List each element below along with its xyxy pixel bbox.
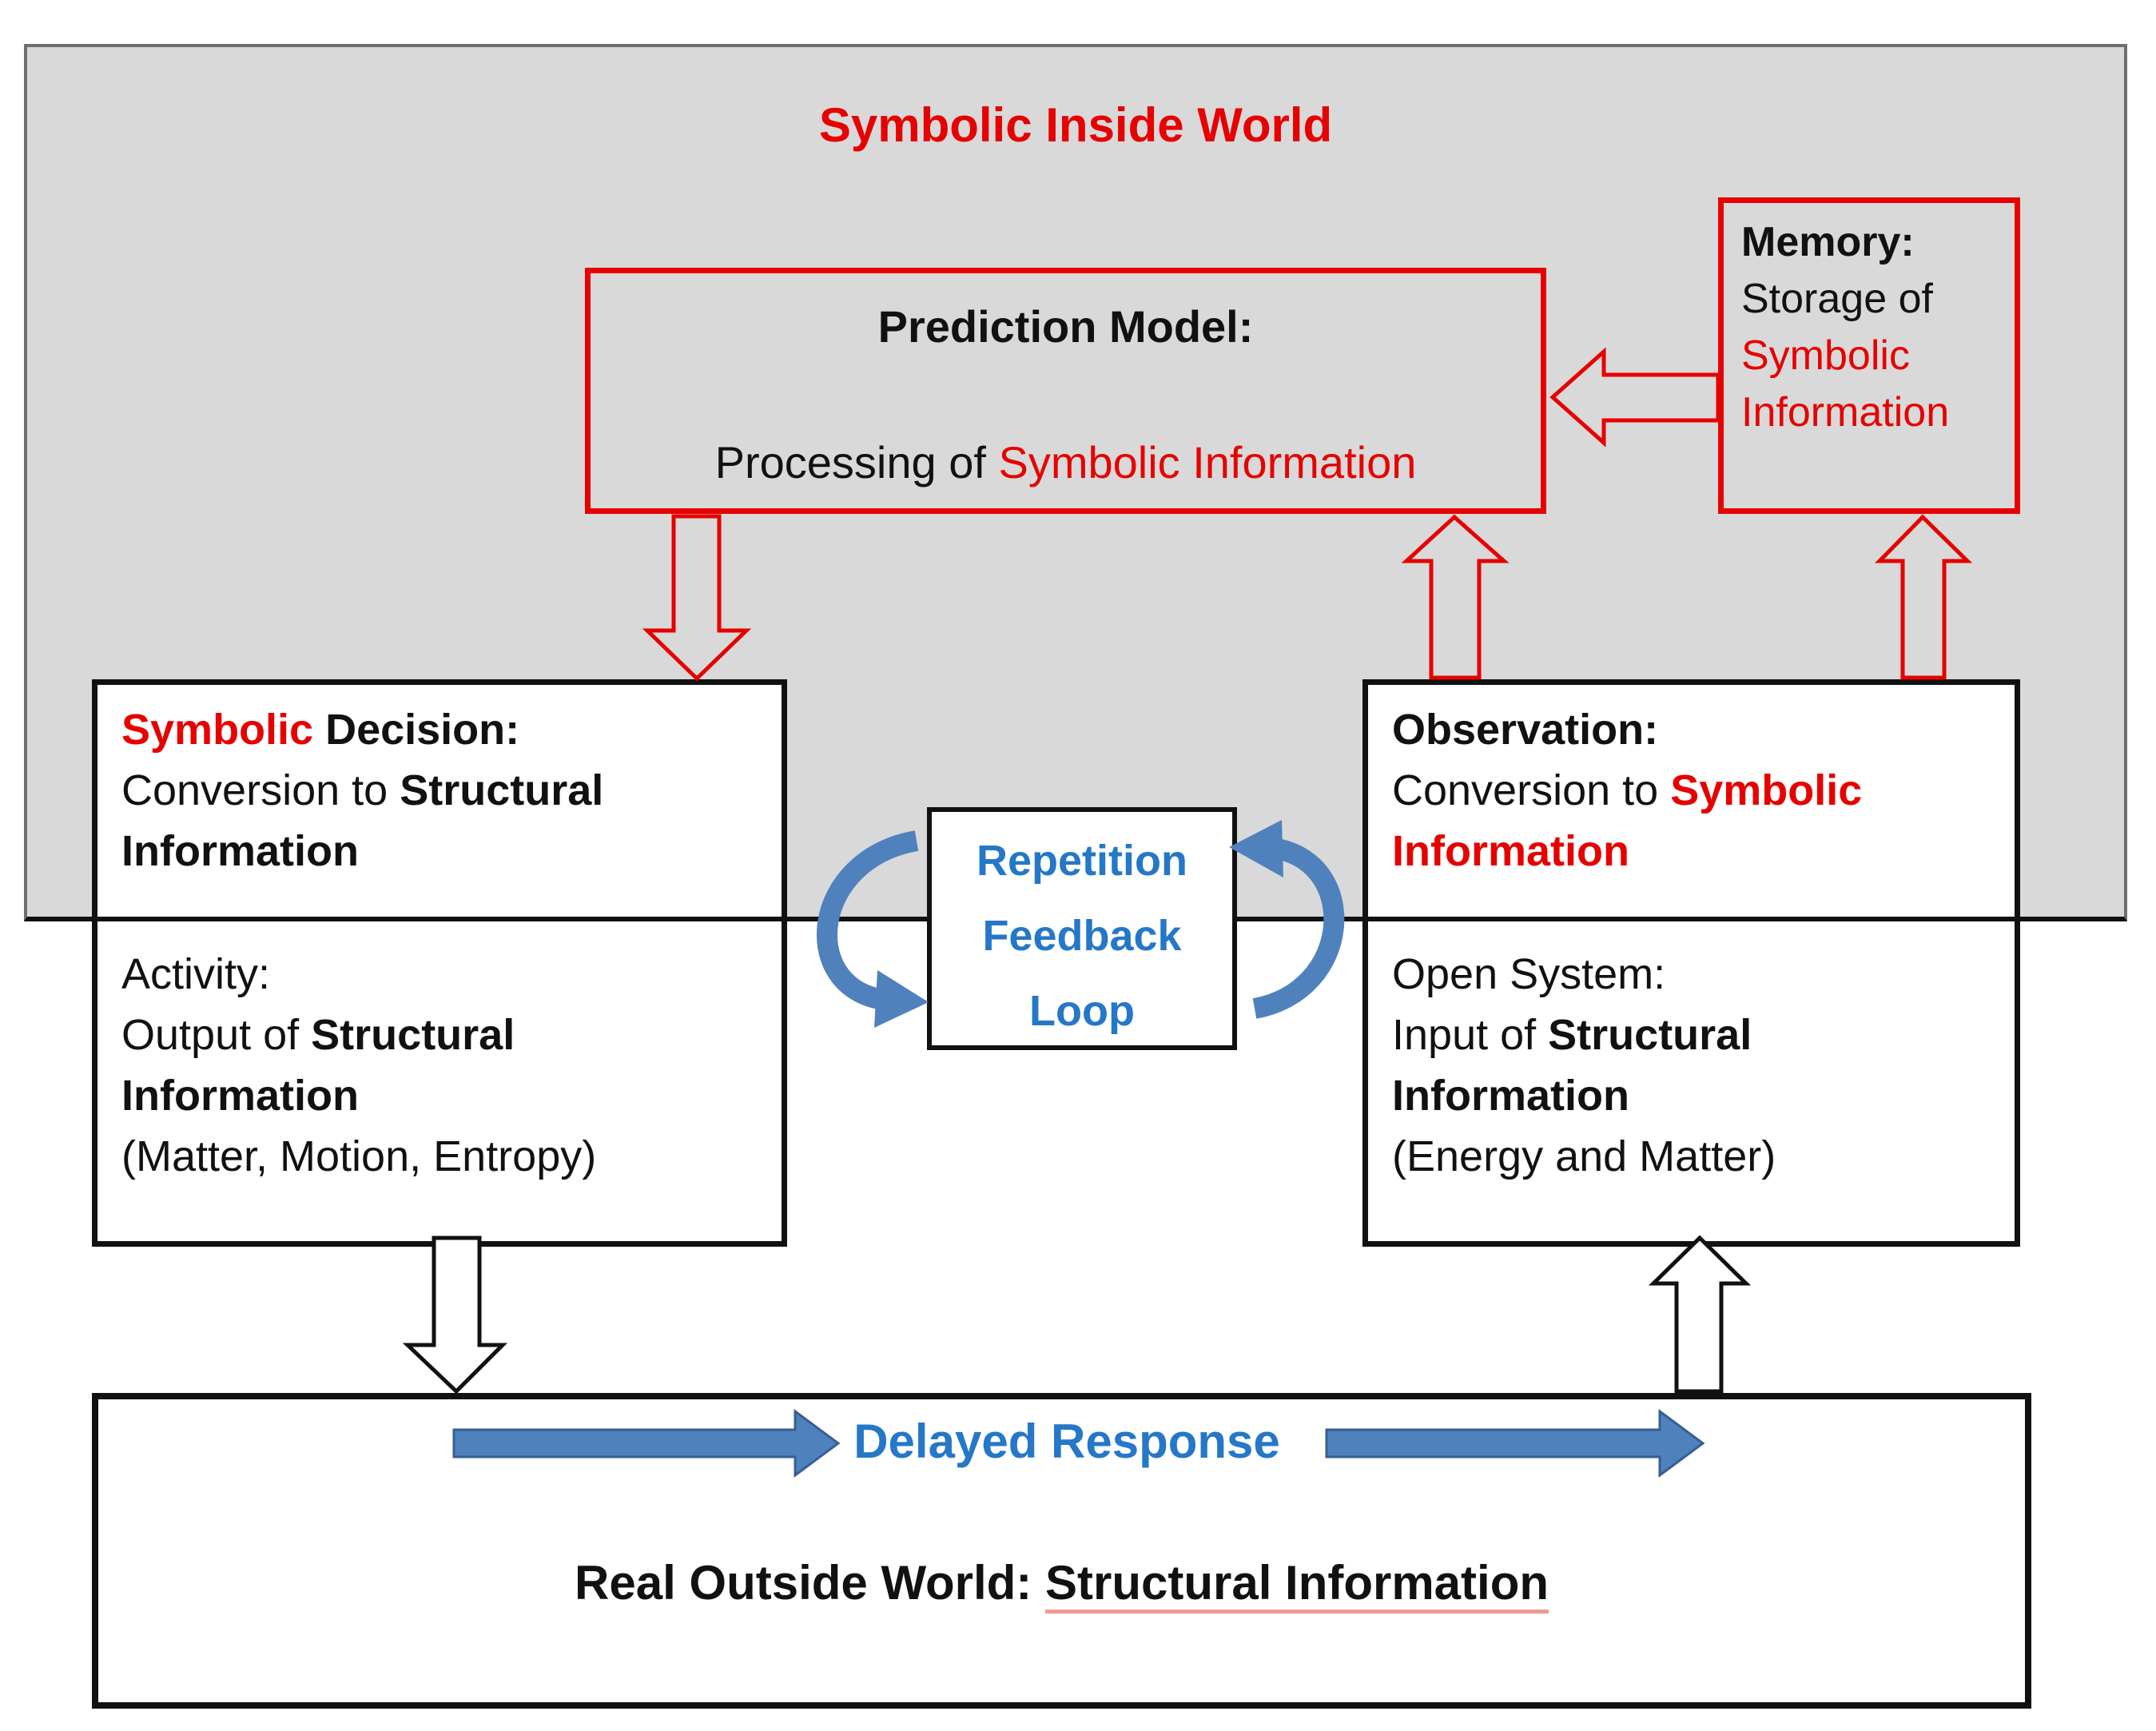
prediction-model-body: Processing of Symbolic Information xyxy=(714,437,1417,487)
memory-line: Information xyxy=(1741,389,1950,436)
observation-line: Conversion to Symbolic xyxy=(1392,766,1863,814)
delayed-response-label: Delayed Response xyxy=(853,1415,1280,1468)
activity-section: Activity: Output of Structural Informati… xyxy=(97,921,782,1187)
memory-line: Memory: xyxy=(1741,219,1915,265)
decision-line: Conversion to Structural xyxy=(121,766,604,814)
feedback-loop-box: Repetition Feedback Loop xyxy=(927,807,1237,1050)
observation-box: Observation: Conversion to Symbolic Info… xyxy=(1362,679,2020,1247)
real-outside-world-caption: Real Outside World: Structural Informati… xyxy=(92,1554,2031,1614)
observation-section: Observation: Conversion to Symbolic Info… xyxy=(1368,685,2015,931)
memory-line: Storage of xyxy=(1741,276,1933,322)
open-system-section: Open System: Input of Structural Informa… xyxy=(1368,921,2015,1187)
observation-box-divider xyxy=(1368,917,2015,921)
decision-line: Symbolic Decision: xyxy=(121,706,520,754)
observation-line: Observation: xyxy=(1392,706,1659,754)
open-system-line: Open System: xyxy=(1392,950,1666,998)
symbolic-decision-section: Symbolic Decision: Conversion to Structu… xyxy=(97,685,782,931)
feedback-loop-line: Feedback xyxy=(982,912,1182,960)
world-to-observation-arrow xyxy=(1648,1235,1752,1394)
activity-line: Activity: xyxy=(121,950,271,998)
prediction-model-title: Prediction Model: xyxy=(877,301,1254,352)
prediction-model-box: Prediction Model: Processing of Symbolic… xyxy=(585,268,1546,514)
activity-line: (Matter, Motion, Entropy) xyxy=(121,1132,597,1180)
observation-line: Information xyxy=(1392,827,1629,875)
decision-line: Information xyxy=(121,827,359,875)
decision-box-divider xyxy=(97,917,782,921)
open-system-line: Input of Structural xyxy=(1392,1011,1752,1059)
activity-line: Output of Structural xyxy=(121,1011,515,1059)
feedback-loop-left-arrowhead xyxy=(874,970,929,1028)
real-outside-world-box xyxy=(92,1393,2031,1709)
feedback-loop-line: Repetition xyxy=(977,837,1187,885)
symbolic-decision-box: Symbolic Decision: Conversion to Structu… xyxy=(92,679,787,1247)
memory-box: Memory: Storage of Symbolic Information xyxy=(1718,197,2020,514)
open-system-line: Information xyxy=(1392,1072,1629,1120)
activity-line: Information xyxy=(121,1072,359,1120)
open-system-line: (Energy and Matter) xyxy=(1392,1132,1776,1180)
decision-to-world-arrow xyxy=(402,1236,508,1395)
memory-line: Symbolic xyxy=(1741,332,1910,379)
feedback-loop-line: Loop xyxy=(1029,987,1135,1035)
inside-world-title: Symbolic Inside World xyxy=(818,98,1333,152)
